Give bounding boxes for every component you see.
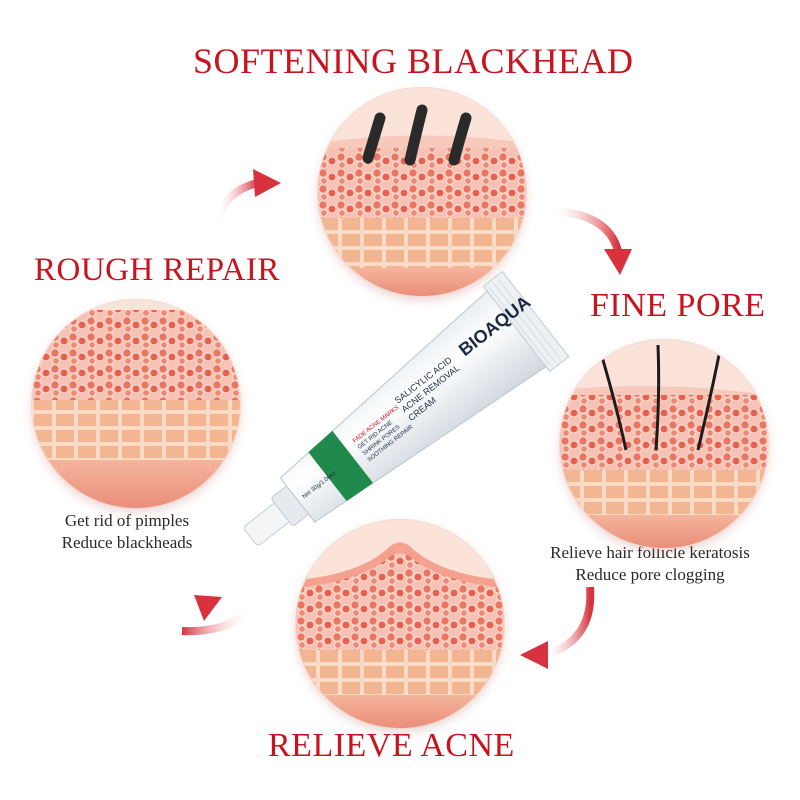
description-left: Get rid of pimples Reduce blackheads: [47, 510, 207, 554]
description-left-line2: Reduce blackheads: [61, 533, 193, 552]
curved-arrow-icon: [549, 207, 632, 275]
curved-arrow-icon: [181, 595, 256, 636]
circle-rough-repair: [32, 300, 240, 508]
description-left-line1: Get rid of pimples: [64, 511, 190, 530]
circle-relieve-acne: [296, 520, 504, 728]
curved-arrow-icon: [520, 586, 595, 669]
heading-fine-pore: FINE PORE: [590, 287, 766, 324]
product-tube: BIOAQUA SALICYLIC ACID ACNE REMOVAL CREA…: [244, 270, 570, 546]
description-right: Relieve hair follicle keratosis Reduce p…: [525, 542, 775, 586]
curved-arrow-icon: [210, 169, 281, 244]
heading-softening-blackhead: SOFTENING BLACKHEAD: [193, 41, 634, 81]
heading-relieve-acne: RELIEVE ACNE: [268, 727, 515, 764]
circle-fine-pore: [560, 340, 768, 548]
description-right-line2: Reduce pore clogging: [575, 565, 725, 584]
description-right-line1: Relieve hair follicle keratosis: [550, 543, 750, 562]
heading-rough-repair: ROUGH REPAIR: [34, 252, 280, 288]
